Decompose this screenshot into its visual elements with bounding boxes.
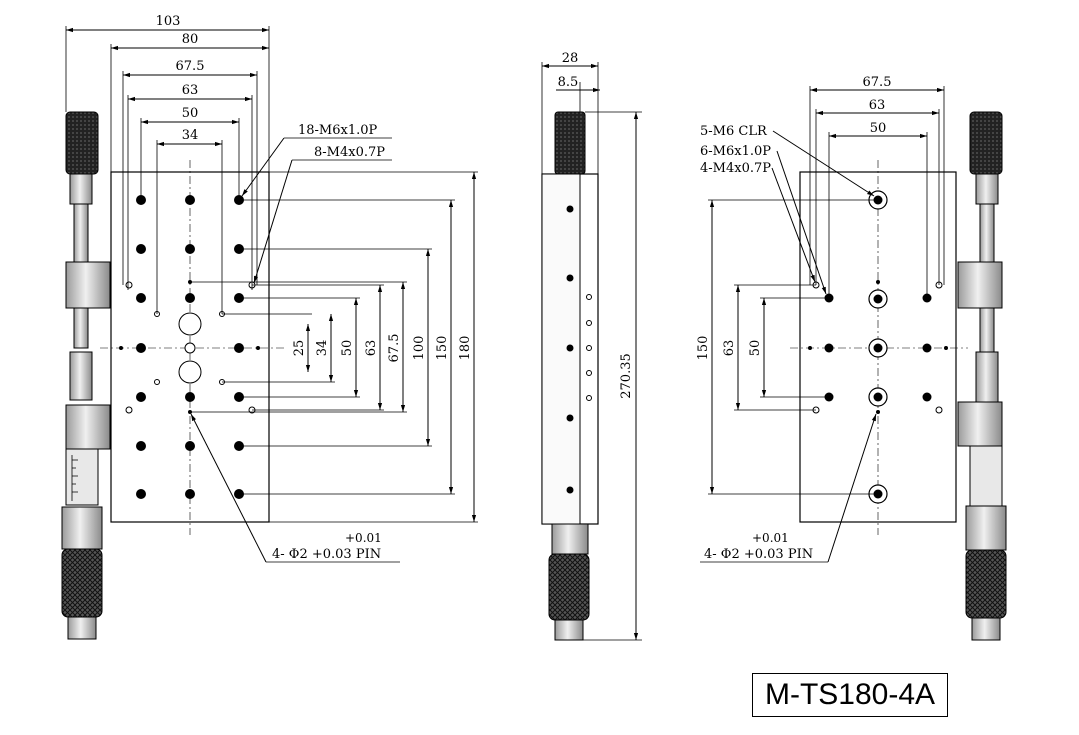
callout-8-m4: 8-M4x0.7P [314,145,385,160]
part-number-box: M-TS180-4A [752,673,948,717]
dim-50: 50 [182,106,199,121]
side-dimensions: 28 8.5 270.35 [541,51,642,641]
dim-25: 25 [292,340,307,357]
side-knob-bottom [548,553,590,621]
side-knob-top [554,111,586,175]
dim-63v: 63 [364,340,379,357]
callout-6-m6: 6-M6x1.0P [700,144,771,159]
side-view: 28 8.5 270.35 [541,51,642,641]
callout-18-m6: 18-M6x1.0P [298,123,378,138]
front-micrometer [61,111,111,640]
dim-180: 180 [458,336,473,361]
dim-103: 103 [156,14,181,29]
dim-80: 80 [182,32,199,47]
front-pin-callout: 4- Φ2 +0.03 PIN [272,547,381,562]
back-dim-150: 150 [696,336,711,361]
dim-8-5: 8.5 [558,75,579,90]
back-dim-67-5: 67.5 [863,75,892,90]
back-hole-pattern [808,190,948,504]
front-callouts: 18-M6x1.0P 8-M4x0.7P +0.01 4- Φ2 +0.03 P… [190,123,400,563]
back-top-dimensions: 67.5 63 50 [809,75,945,298]
dim-63: 63 [182,83,199,98]
dim-28: 28 [562,51,579,66]
back-dim-63v: 63 [722,340,737,357]
dim-270-35: 270.35 [619,353,634,399]
dim-34: 34 [182,128,199,143]
callout-4-m4: 4-M4x0.7P [700,161,771,176]
front-view: 103 80 67.5 63 50 34 25 [61,14,478,640]
dim-67-5v: 67.5 [387,334,402,363]
front-pin-tol: +0.01 [345,531,382,545]
back-pin-callout: 4- Φ2 +0.03 PIN [704,547,813,562]
back-dim-50v: 50 [748,340,763,357]
back-callouts: 5-M6 CLR 6-M6x1.0P 4-M4x0.7P +0.01 4- Φ2… [700,124,877,563]
dim-150: 150 [435,336,450,361]
back-dim-50: 50 [870,121,887,136]
back-view: 67.5 63 50 150 63 50 5-M6 CLR [696,75,1007,641]
front-top-dimensions: 103 80 67.5 63 50 34 [65,14,270,314]
back-dim-63: 63 [869,98,886,113]
back-pin-tol: +0.01 [752,531,789,545]
dim-100: 100 [412,336,427,361]
back-left-dimensions: 150 63 50 [696,199,878,495]
dim-67-5: 67.5 [176,59,205,74]
dim-34v: 34 [315,340,330,357]
callout-5-m6-clr: 5-M6 CLR [700,124,768,139]
back-micrometer [957,111,1007,641]
front-right-dimensions: 25 34 50 63 67.5 100 150 [190,171,478,523]
dim-50v: 50 [340,340,355,357]
